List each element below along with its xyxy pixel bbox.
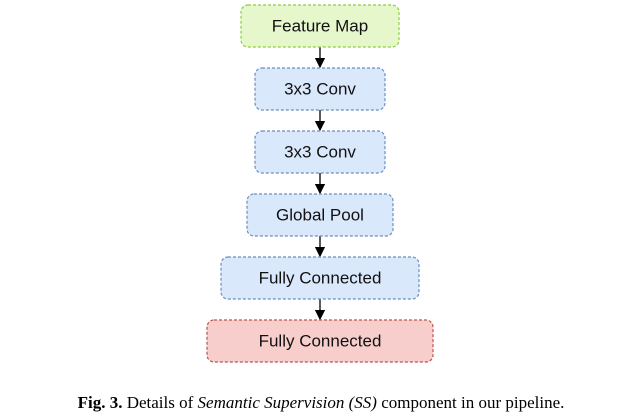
node-rect	[206, 319, 434, 363]
node-box: Fully Connected	[220, 256, 420, 300]
node-rect	[220, 256, 420, 300]
node-rect	[254, 130, 386, 174]
node-label: 3x3 Conv	[284, 143, 356, 162]
figure-caption: Fig. 3. Details of Semantic Supervision …	[0, 393, 642, 413]
node-box: 3x3 Conv	[254, 67, 386, 111]
node-label: Fully Connected	[259, 269, 382, 288]
node-label: 3x3 Conv	[284, 80, 356, 99]
node-box: Fully Connected	[206, 319, 434, 363]
caption-figure-label: Fig. 3.	[77, 393, 123, 412]
node-box: 3x3 Conv	[254, 130, 386, 174]
node-rect	[240, 4, 400, 48]
caption-text-before: Details of	[126, 393, 194, 412]
node-box: Global Pool	[246, 193, 394, 237]
caption-text-after: component in our pipeline.	[381, 393, 565, 412]
node-rect	[246, 193, 394, 237]
node-box: Feature Map	[240, 4, 400, 48]
caption-italic-term: Semantic Supervision (SS)	[197, 393, 377, 412]
node-label: Fully Connected	[259, 332, 382, 351]
node-label: Feature Map	[272, 17, 368, 36]
node-rect	[254, 67, 386, 111]
node-label: Global Pool	[276, 206, 364, 225]
